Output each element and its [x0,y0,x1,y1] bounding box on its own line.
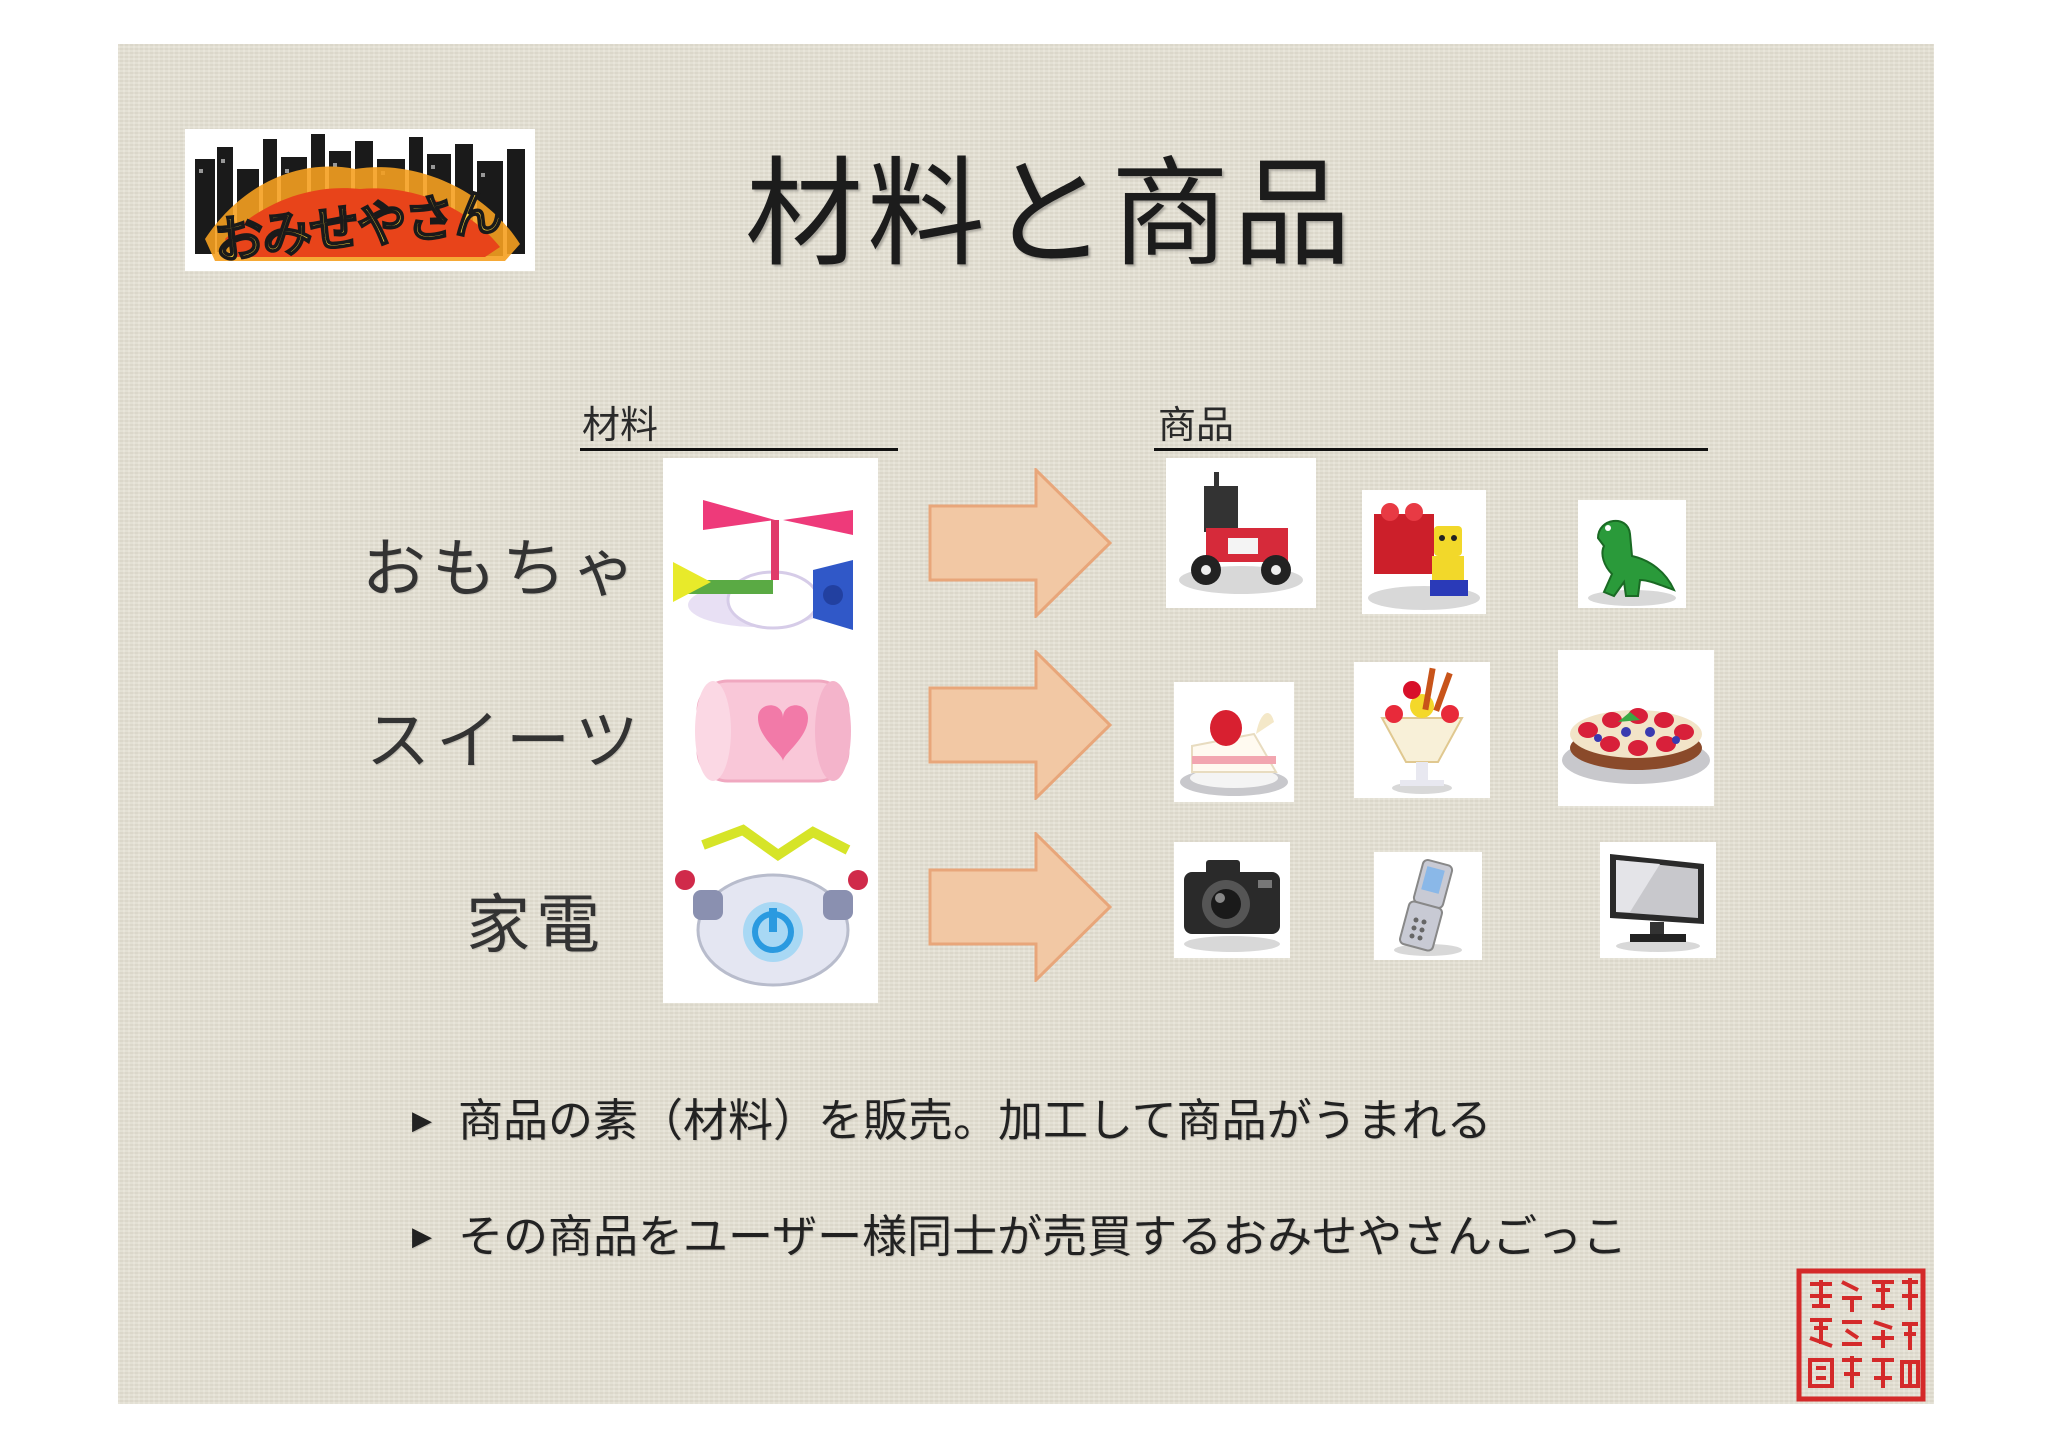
row-label-toys: おもちゃ [362,533,642,607]
products-header-rule [1154,448,1708,451]
block-toy-icon [1362,490,1486,614]
shortcake-icon [1174,682,1294,802]
arrow-right-icon [928,650,1113,800]
bullet-text-1: 商品の素（材料）を販売。加工して商品がうまれる [458,1094,1492,1147]
camera-icon [1174,842,1290,958]
dinosaur-icon [1578,500,1686,608]
bullet-triangle-icon: ▶ [412,1105,432,1136]
arrow-right-icon [928,468,1113,618]
fruit-tart-icon [1558,650,1714,806]
row-label-appliances: 家電 [466,889,606,963]
materials-column [663,458,878,1003]
bullet-item-2: ▶ その商品をユーザー様同士が売買するおみせやさんごっこ [412,1200,1627,1265]
appliance-parts-icon [675,824,868,987]
arrow-right-icon [928,832,1113,982]
roll-cake-icon [695,679,851,783]
products-header: 商品 [1158,403,1235,447]
monitor-icon [1600,842,1716,958]
omiseyasan-logo: おみせやさん [185,129,535,271]
parfait-icon [1354,662,1490,798]
rc-car-icon [1166,458,1316,608]
bullet-text-2: その商品をユーザー様同士が売買するおみせやさんごっこ [458,1210,1628,1263]
row-label-sweets: スイーツ [366,705,645,779]
materials-header-rule [580,448,898,451]
toy-parts-icon [673,500,853,630]
flip-phone-icon [1374,852,1482,960]
bullet-item-1: ▶ 商品の素（材料）を販売。加工して商品がうまれる [412,1084,1492,1149]
materials-header: 材料 [582,403,659,447]
page-title: 材料と商品 [745,145,1356,283]
company-seal [1796,1268,1926,1402]
bullet-triangle-icon: ▶ [412,1221,432,1252]
